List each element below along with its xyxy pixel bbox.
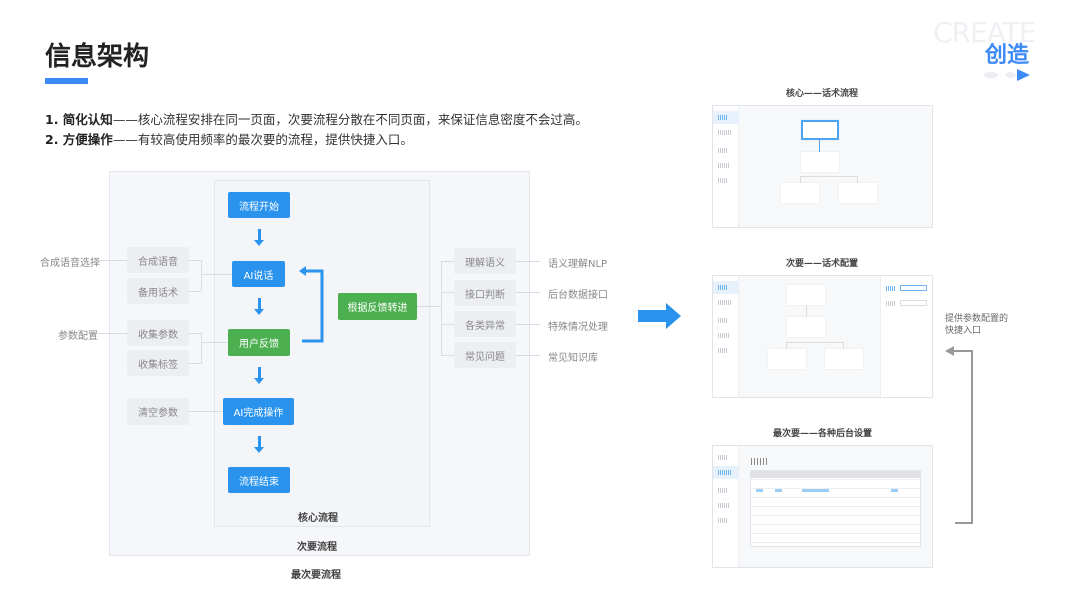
label-knowledge-base: 常见知识库: [548, 353, 598, 364]
item-backup-script: 备用话术: [127, 278, 189, 304]
page-secondary-title: 次要——话术配置: [786, 259, 859, 269]
right-arrow-icon: [638, 303, 681, 329]
label-backend-api: 后台数据接口: [548, 290, 608, 301]
shortcut-note: 提供参数配置的快捷入口: [945, 313, 1008, 337]
down-arrow-icon: [254, 436, 264, 453]
label-nlp: 语义理解NLP: [548, 259, 608, 270]
brand-cn: 创造: [985, 43, 1030, 68]
down-arrow-icon: [254, 229, 264, 246]
shortcut-note-line-1: 提供参数配置的: [945, 314, 1009, 324]
item-exceptions: 各类异常: [454, 311, 516, 337]
brand-en: CREATE: [933, 16, 1036, 49]
item-collect-tags: 收集标签: [127, 350, 189, 376]
item-synth-voice: 合成语音: [127, 247, 189, 273]
feedback-loop-arrow-icon: [299, 266, 324, 343]
core-caption: 核心流程: [298, 513, 338, 524]
item-collect-params: 收集参数: [127, 320, 189, 346]
shortcut-arrow-icon: [945, 346, 973, 524]
node-ai-complete: AI完成操作: [223, 398, 294, 425]
core-page-mockup: [712, 105, 933, 228]
label-special-cases: 特殊情况处理: [548, 322, 608, 333]
least-caption: 最次要流程: [291, 570, 341, 581]
page-title: 信息架构: [45, 42, 150, 72]
node-flow-start: 流程开始: [228, 192, 290, 218]
node-feedback-improve: 根据反馈转进: [338, 293, 417, 320]
item-clear-params: 清空参数: [127, 398, 189, 425]
point-body: ——有较高使用频率的最次要的流程，提供快捷入口。: [112, 132, 413, 147]
node-flow-end: 流程结束: [228, 467, 290, 493]
page-least-title: 最次要——各种后台设置: [773, 429, 873, 439]
point-head: 1. 简化认知: [45, 112, 113, 127]
point-head: 2. 方便操作: [45, 132, 113, 147]
secondary-caption: 次要流程: [297, 542, 337, 553]
node-user-feedback: 用户反馈: [228, 329, 290, 356]
down-arrow-icon: [254, 298, 264, 315]
point-1: 1. 简化认知——核心流程安排在同一页面，次要流程分散在不同页面，来保证信息密度…: [45, 109, 588, 128]
point-2: 2. 方便操作——有较高使用频率的最次要的流程，提供快捷入口。: [45, 129, 413, 148]
secondary-page-mockup: [712, 275, 933, 398]
down-arrow-icon: [254, 367, 264, 384]
point-body: ——核心流程安排在同一页面，次要流程分散在不同页面，来保证信息密度不会过高。: [112, 112, 588, 127]
least-page-mockup: [712, 445, 933, 568]
item-interface-judge: 接口判断: [454, 280, 516, 306]
page-core-title: 核心——话术流程: [786, 89, 859, 99]
label-param-config: 参数配置: [58, 331, 98, 342]
item-understand-semantics: 理解语义: [454, 248, 516, 274]
item-faq: 常见问题: [454, 342, 516, 368]
title-underline: [45, 78, 88, 84]
shortcut-note-line-2: 快捷入口: [945, 326, 982, 336]
label-voice-select: 合成语音选择: [40, 258, 100, 269]
brand-arrow-icon: [983, 69, 1030, 81]
node-ai-speak: AI说话: [232, 261, 285, 287]
